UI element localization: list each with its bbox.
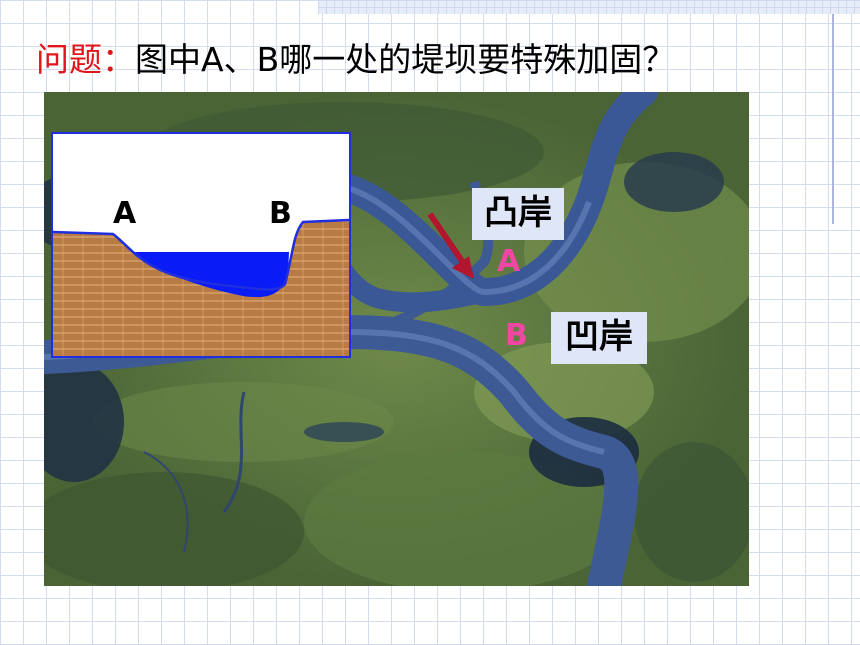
convex-bank-label: 凸岸 bbox=[472, 188, 564, 240]
concave-bank-label: 凹岸 bbox=[551, 312, 647, 364]
inset-label-b: B bbox=[269, 196, 292, 231]
question-text: 图中A、B哪一处的堤坝要特殊加固？ bbox=[135, 40, 676, 79]
inset-label-a: A bbox=[113, 196, 137, 231]
question-label: 问题： bbox=[36, 40, 135, 79]
cross-section-inset: A B bbox=[51, 132, 351, 358]
right-decoration-line bbox=[832, 14, 834, 224]
river-water bbox=[133, 252, 289, 298]
top-decoration-bar bbox=[318, 0, 860, 14]
point-a-label: A bbox=[497, 244, 521, 279]
bank-outline bbox=[52, 218, 350, 291]
question-title: 问题：图中A、B哪一处的堤坝要特殊加固？ bbox=[36, 38, 675, 82]
point-b-label: B bbox=[505, 318, 528, 353]
flow-arrow bbox=[427, 212, 467, 266]
flow-arrow-head bbox=[452, 256, 474, 279]
soil-profile bbox=[53, 220, 349, 356]
cross-section-diagram bbox=[52, 218, 350, 356]
